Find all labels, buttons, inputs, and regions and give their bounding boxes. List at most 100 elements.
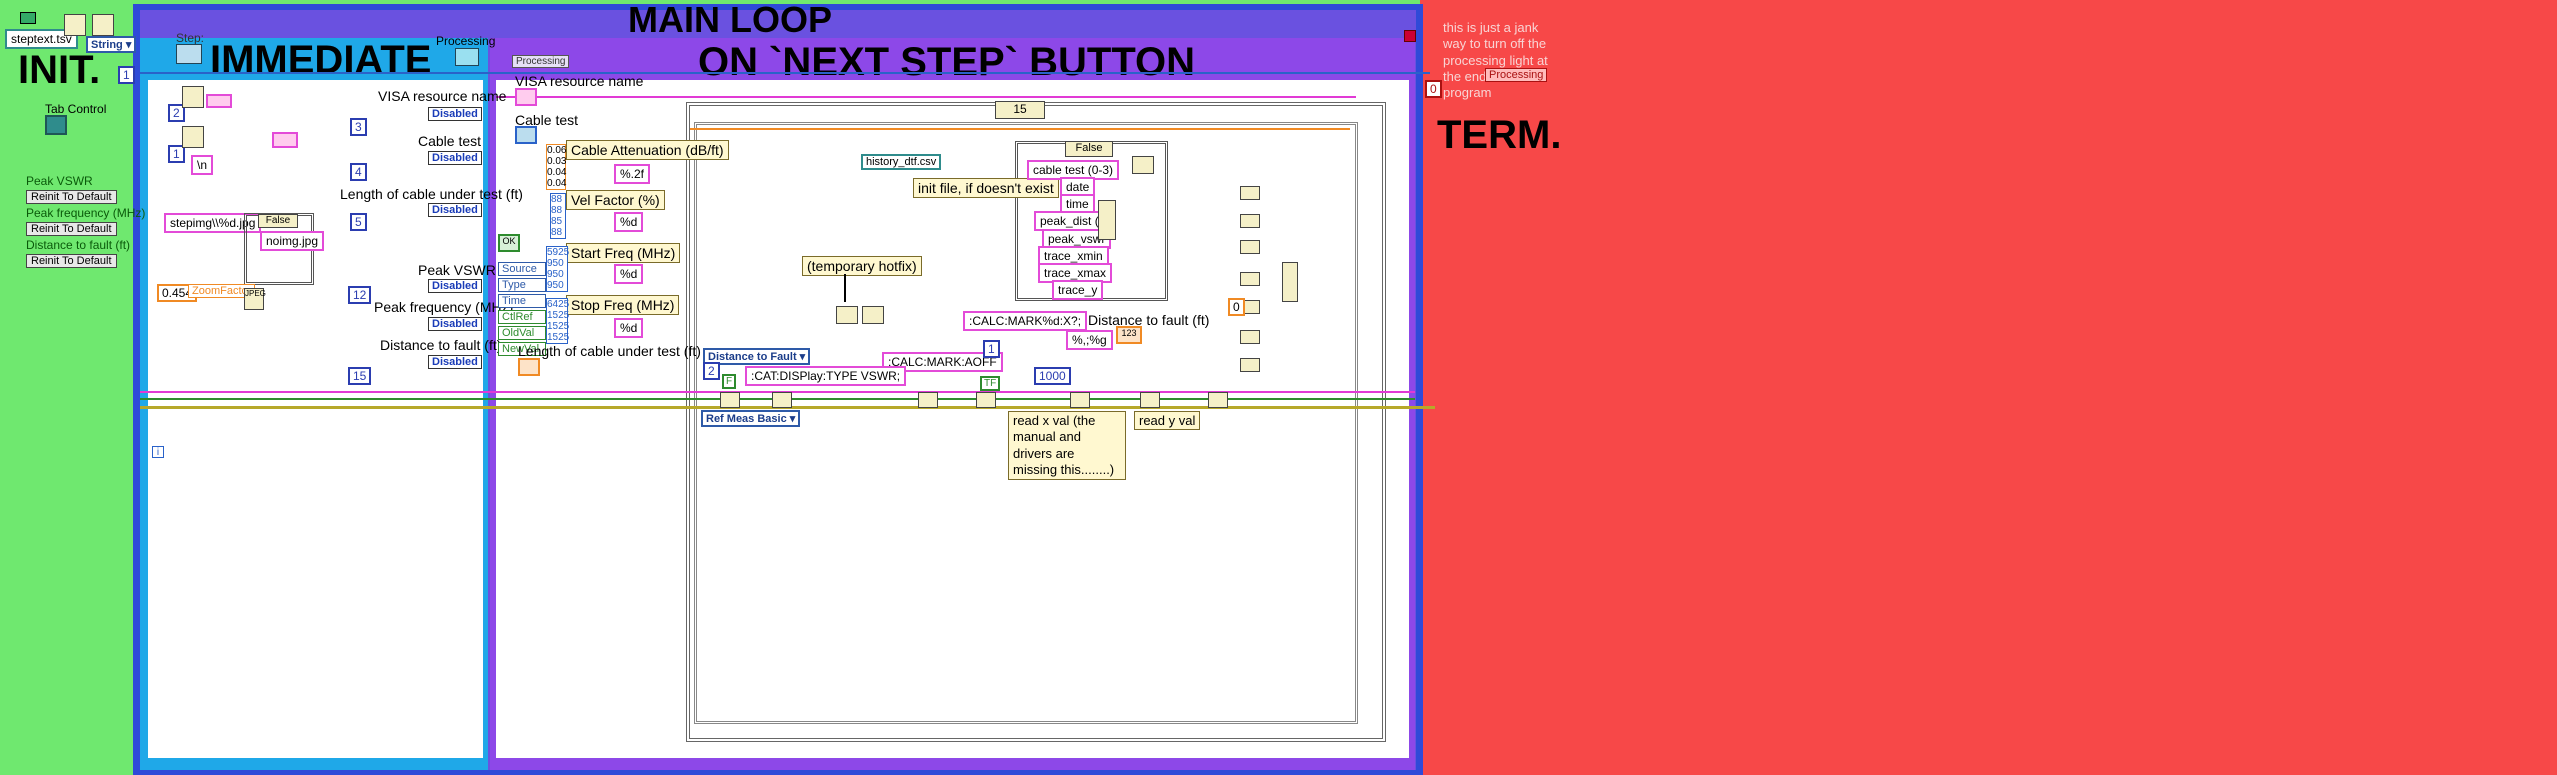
imm-cable-label: Cable test bbox=[418, 133, 482, 149]
csv-field-7: trace_y bbox=[1052, 280, 1104, 300]
imm-peakvswr-label: Peak VSWR bbox=[418, 262, 496, 278]
cable-disabled: Disabled bbox=[428, 151, 482, 165]
init-region bbox=[0, 0, 135, 775]
false-case-imm-selector[interactable]: False bbox=[258, 214, 298, 228]
dist-fault-select[interactable]: Distance to Fault ▾ bbox=[703, 348, 811, 365]
peak-freq-reinit[interactable]: Reinit To Default bbox=[26, 222, 117, 236]
csv-field-6: trace_xmax bbox=[1038, 263, 1113, 283]
ok-button[interactable]: OK bbox=[498, 234, 520, 252]
wire-orange-next bbox=[690, 128, 1350, 130]
zoom-prop: ZoomFactor bbox=[188, 284, 256, 298]
stop-3: 1525 bbox=[547, 332, 570, 343]
start-array: 5925 950 950 950 bbox=[546, 246, 569, 292]
peak-vswr-label: Peak VSWR bbox=[26, 174, 93, 188]
start-fmt: %d bbox=[614, 264, 644, 284]
read-file-node bbox=[64, 14, 86, 36]
loop-stop-icon[interactable] bbox=[1404, 30, 1416, 42]
vel-factor-label: Vel Factor (%) bbox=[566, 190, 665, 210]
imm-const-2: 2 bbox=[168, 104, 185, 122]
visa-node-4 bbox=[862, 306, 884, 324]
next-cable-ctl[interactable] bbox=[515, 126, 537, 144]
string-type-label: String bbox=[91, 39, 123, 51]
tf-const: TF bbox=[980, 376, 1001, 391]
right-node-4 bbox=[1240, 272, 1260, 286]
stop-1: 1525 bbox=[547, 310, 570, 321]
right-node-1 bbox=[1240, 186, 1260, 200]
ref-meas-select[interactable]: Ref Meas Basic ▾ bbox=[701, 410, 801, 427]
step-indicator bbox=[176, 44, 202, 64]
init-const-1: 1 bbox=[118, 66, 135, 84]
next-length-ctl[interactable] bbox=[518, 358, 540, 376]
case-selector[interactable]: 15 bbox=[995, 101, 1045, 119]
dist-disabled: Disabled bbox=[428, 355, 482, 369]
visa-node-7 bbox=[1070, 392, 1090, 408]
next-processing-prop: Processing bbox=[512, 55, 570, 68]
csv-case-label: False bbox=[1075, 142, 1103, 154]
main-loop-title: MAIN LOOP bbox=[628, 0, 832, 40]
stop-0: 6425 bbox=[547, 299, 570, 310]
csv-case-selector[interactable]: False bbox=[1065, 141, 1113, 157]
next-visa-label: VISA resource name bbox=[515, 73, 644, 89]
calc-mark-const: :CALC:MARK%d:X?; bbox=[963, 311, 1088, 331]
atten-fmt: %.2f bbox=[614, 164, 651, 184]
ref-meas-text: Ref Meas Basic bbox=[706, 413, 787, 425]
peak-vswr-reinit[interactable]: Reinit To Default bbox=[26, 190, 117, 204]
index-node-1 bbox=[182, 86, 204, 108]
peakfreq-disabled: Disabled bbox=[428, 317, 482, 331]
init-const-1-text: 1 bbox=[123, 68, 130, 82]
steptext-file: steptext.tsv bbox=[5, 29, 78, 49]
imm-const-4-text: 4 bbox=[355, 165, 362, 179]
imm-const-12-text: 12 bbox=[353, 288, 367, 302]
event-oldval: OldVal bbox=[498, 326, 546, 340]
length-disabled: Disabled bbox=[428, 203, 482, 217]
next-const-2: 2 bbox=[703, 362, 720, 380]
immediate-title: IMMEDIATE bbox=[210, 38, 432, 82]
processing-label: Processing bbox=[436, 34, 496, 48]
hotfix-label: (temporary hotfix) bbox=[802, 256, 922, 276]
imm-const-2-text: 2 bbox=[173, 106, 180, 120]
false-case-imm-text: False bbox=[265, 215, 291, 226]
on-next-title: ON `NEXT STEP` BUTTON bbox=[698, 40, 1196, 84]
noimg-const: noimg.jpg bbox=[260, 231, 325, 251]
vel-0: 88 bbox=[551, 194, 563, 205]
right-node-3 bbox=[1240, 240, 1260, 254]
dist-fault-reinit[interactable]: Reinit To Default bbox=[26, 254, 117, 268]
visa-node-5 bbox=[918, 392, 938, 408]
init-title: INIT. bbox=[18, 48, 101, 92]
jpeg-text: JPEG bbox=[245, 289, 266, 298]
string-type-select[interactable]: String ▾ bbox=[86, 36, 137, 53]
init-file-label: init file, if doesn't exist bbox=[913, 178, 1059, 198]
history-text: history_dtf.csv bbox=[866, 156, 937, 168]
right-const-0: 0 bbox=[1228, 298, 1245, 316]
newline-text: \n bbox=[197, 158, 208, 172]
next-visa-ctl[interactable] bbox=[515, 88, 537, 106]
term-const-0: 0 bbox=[1425, 80, 1442, 98]
tab-control-icon[interactable] bbox=[45, 115, 67, 135]
next-length-label: Length of cable under test (ft) bbox=[518, 343, 701, 359]
visa-node-6 bbox=[976, 392, 996, 408]
visa-node-9 bbox=[1208, 392, 1228, 408]
folder-icon bbox=[20, 12, 36, 24]
steptext-text: steptext.tsv bbox=[11, 32, 72, 46]
imm-const-5-text: 5 bbox=[355, 215, 362, 229]
imm-const-3: 3 bbox=[350, 118, 367, 136]
imm-visa-label: VISA resource name bbox=[378, 88, 507, 104]
stop-2: 1525 bbox=[547, 321, 570, 332]
build-array-node bbox=[1098, 200, 1116, 240]
processing-local: Processing bbox=[1485, 68, 1548, 82]
peak-freq-label: Peak frequency (MHz) bbox=[26, 206, 146, 220]
term-note: this is just a jank way to turn off the … bbox=[1443, 20, 1548, 100]
next-processing-text: Processing bbox=[516, 56, 566, 67]
imm-const-12: 12 bbox=[348, 286, 372, 304]
wire-pink-next bbox=[496, 96, 1356, 98]
dist-indicator-text: 123 bbox=[1121, 328, 1137, 338]
processing-local-text: Processing bbox=[1489, 69, 1544, 81]
term-title: TERM. bbox=[1437, 113, 1562, 157]
event-source: Source bbox=[498, 262, 546, 276]
csv-field-5: trace_xmin bbox=[1038, 246, 1109, 266]
stepimg-text: stepimg\\%d.jpg bbox=[170, 216, 256, 230]
processing-led bbox=[455, 48, 479, 66]
noimg-text: noimg.jpg bbox=[266, 234, 319, 248]
term-region bbox=[1420, 0, 2557, 775]
start-2: 950 bbox=[547, 269, 564, 280]
